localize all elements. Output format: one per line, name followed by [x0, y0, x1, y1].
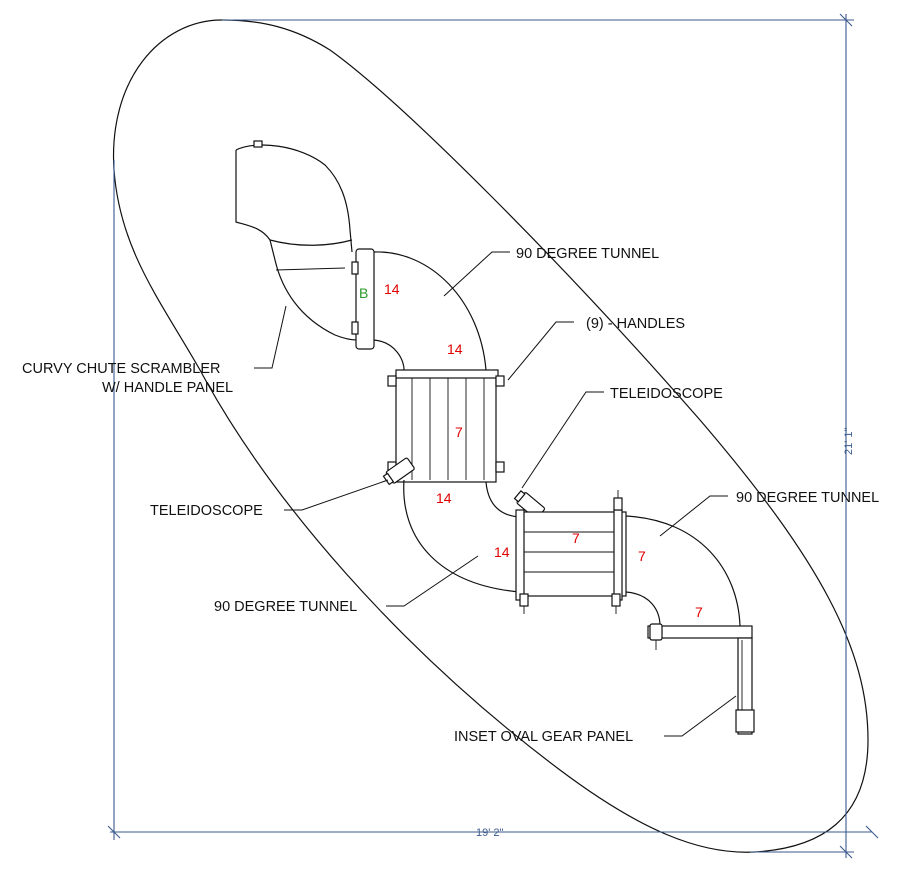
label-tunnel-right: 90 DEGREE TUNNEL	[736, 490, 879, 506]
crawl-platform-top	[387, 369, 505, 483]
tunnel-top	[373, 251, 487, 373]
label-handles: (9) - HANDLES	[586, 316, 685, 332]
height-8: 7	[695, 604, 703, 620]
label-gear-panel: INSET OVAL GEAR PANEL	[454, 729, 633, 745]
dimension-lines	[107, 13, 879, 859]
label-tunnel-top: 90 DEGREE TUNNEL	[516, 246, 659, 262]
dimension-width: 19' 2"	[476, 827, 504, 839]
gear-panel-deck	[647, 623, 755, 735]
label-curvy-chute-line2: W/ HANDLE PANEL	[102, 380, 233, 396]
curvy-chute-scrambler	[235, 140, 358, 341]
dimension-height: 21' 1"	[843, 427, 855, 455]
label-curvy-chute-line1: CURVY CHUTE SCRAMBLER	[22, 361, 220, 377]
height-7: 7	[638, 548, 646, 564]
height-6: 7	[572, 530, 580, 546]
tunnel-right	[625, 515, 741, 627]
label-tunnel-bottom: 90 DEGREE TUNNEL	[214, 599, 357, 615]
crawl-platform-right	[515, 490, 627, 614]
label-teleidoscope-right: TELEIDOSCOPE	[610, 386, 723, 402]
height-2: 14	[447, 341, 463, 357]
tunnel-bottom	[403, 479, 521, 593]
panel-letter-b: B	[359, 285, 368, 301]
height-5: 14	[494, 544, 510, 560]
height-1: 14	[384, 281, 400, 297]
height-3: 7	[455, 424, 463, 440]
height-4: 14	[436, 490, 452, 506]
handle-panel	[351, 248, 375, 350]
leader-lines	[254, 251, 737, 737]
label-teleidoscope-left: TELEIDOSCOPE	[150, 503, 263, 519]
teleidoscope-left-shape	[382, 457, 415, 486]
